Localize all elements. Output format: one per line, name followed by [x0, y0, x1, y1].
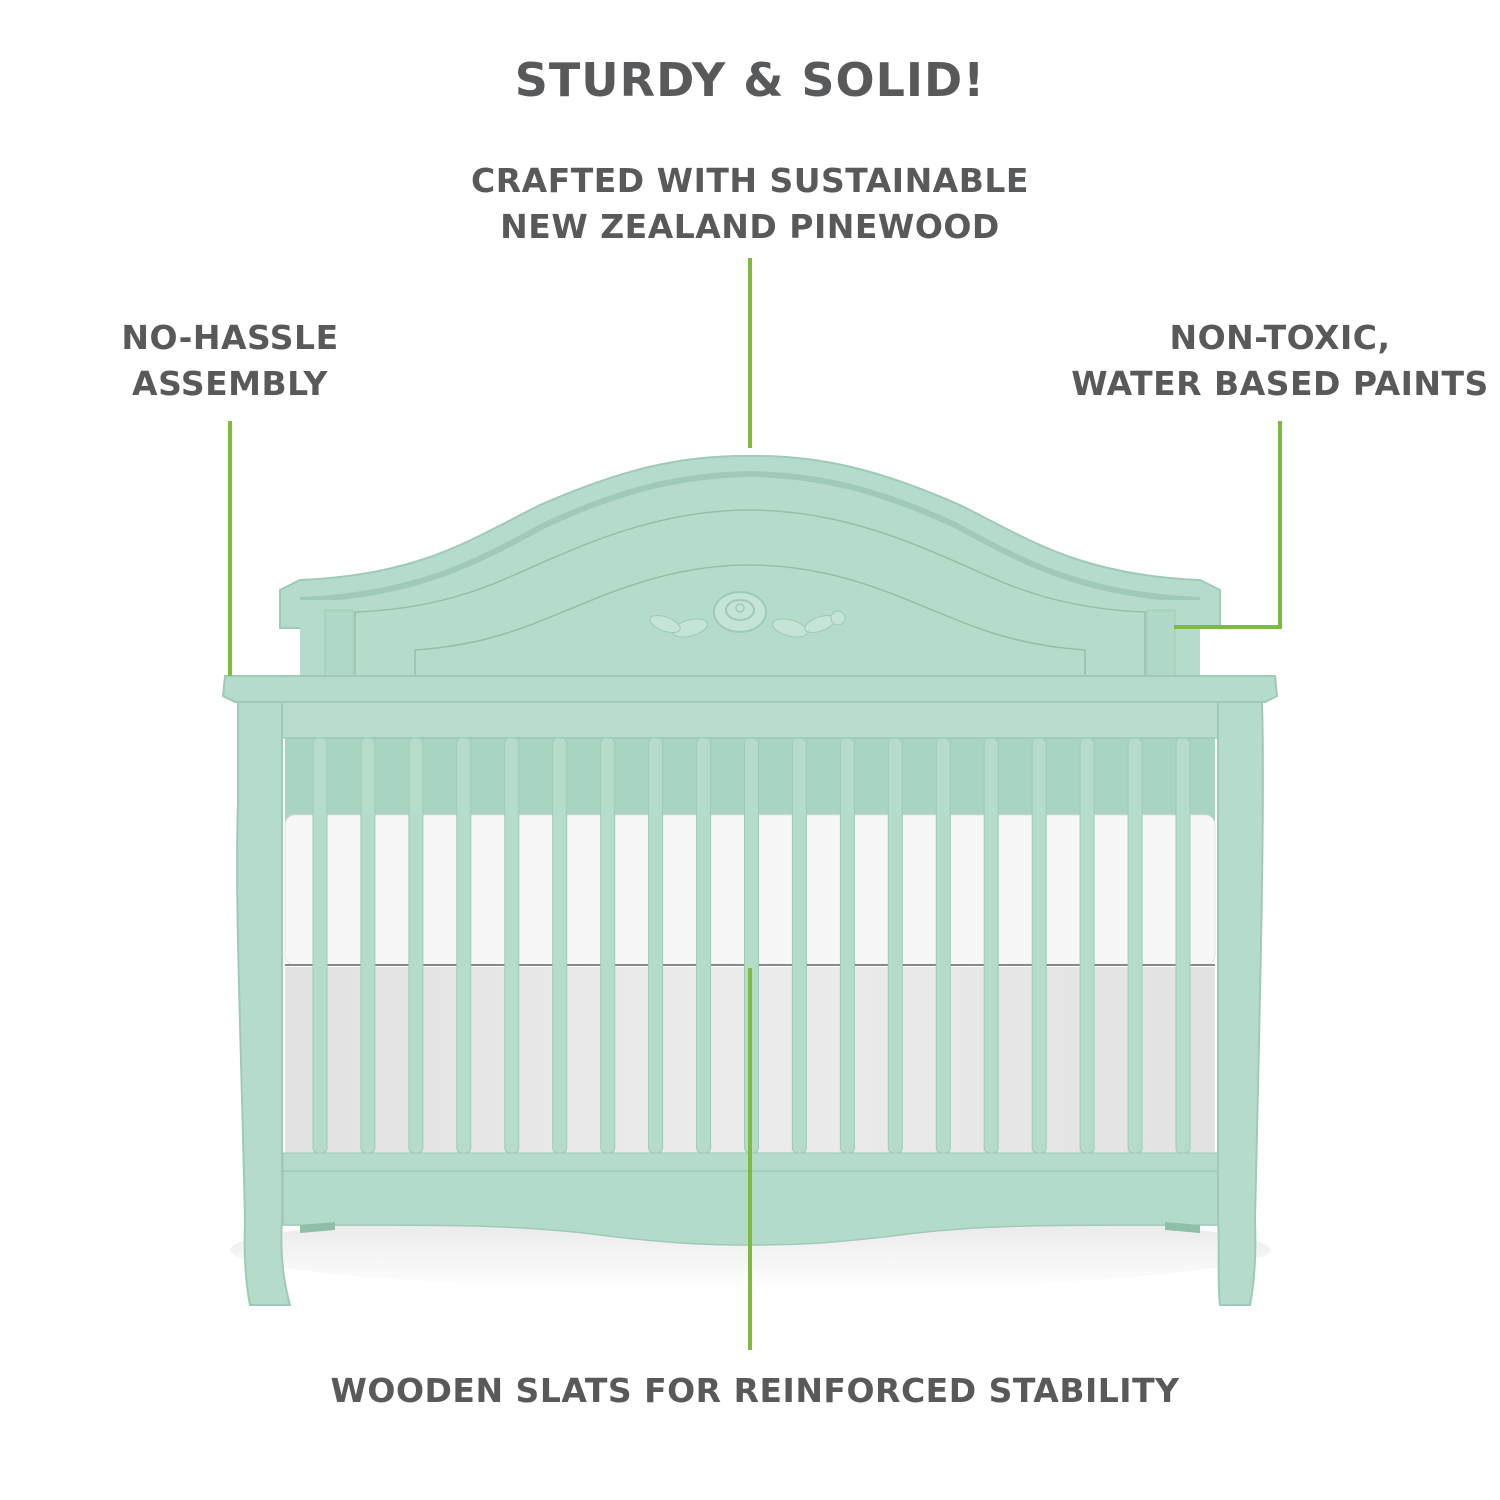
callout-paints-line1: NON-TOXIC,: [1169, 318, 1391, 357]
callout-paints: NON-TOXIC, WATER BASED PAINTS: [1060, 315, 1500, 407]
slat: [408, 737, 424, 1154]
callout-paints-line2: WATER BASED PAINTS: [1071, 364, 1489, 403]
slat: [504, 737, 520, 1154]
top-rail: [221, 675, 1279, 739]
slat: [696, 737, 712, 1154]
callout-slats-line1: WOODEN SLATS FOR REINFORCED STABILITY: [330, 1371, 1180, 1410]
callout-assembly-line2: ASSEMBLY: [132, 364, 328, 403]
slat: [1127, 737, 1143, 1154]
slat: [648, 737, 664, 1154]
slat: [1079, 737, 1095, 1154]
leader-lines: [228, 258, 1282, 1350]
slat: [839, 737, 855, 1154]
right-post: [1217, 701, 1264, 1306]
slat: [887, 737, 903, 1154]
headline: STURDY & SOLID!: [514, 53, 986, 107]
slat: [983, 737, 999, 1154]
slat: [935, 737, 951, 1154]
callout-pinewood-line2: NEW ZEALAND PINEWOOD: [500, 207, 1000, 246]
slats: [312, 737, 1191, 1154]
headboard: [279, 454, 1221, 681]
callout-pinewood-line1: CRAFTED WITH SUSTAINABLE: [471, 161, 1029, 200]
slat: [791, 737, 807, 1154]
slat: [1031, 737, 1047, 1154]
callout-slats: WOODEN SLATS FOR REINFORCED STABILITY: [200, 1368, 1310, 1414]
leader-line-right: [1174, 421, 1282, 629]
callout-assembly: NO-HASSLE ASSEMBLY: [80, 315, 380, 407]
slat: [552, 737, 568, 1154]
left-post: [236, 701, 292, 1306]
callout-assembly-line1: NO-HASSLE: [121, 318, 339, 357]
slat: [600, 737, 616, 1154]
slat: [456, 737, 472, 1154]
rose-carving-icon: [649, 591, 846, 638]
slat: [1175, 737, 1191, 1154]
slat: [312, 737, 328, 1154]
callout-pinewood: CRAFTED WITH SUSTAINABLE NEW ZEALAND PIN…: [400, 158, 1100, 250]
slat: [360, 737, 376, 1154]
